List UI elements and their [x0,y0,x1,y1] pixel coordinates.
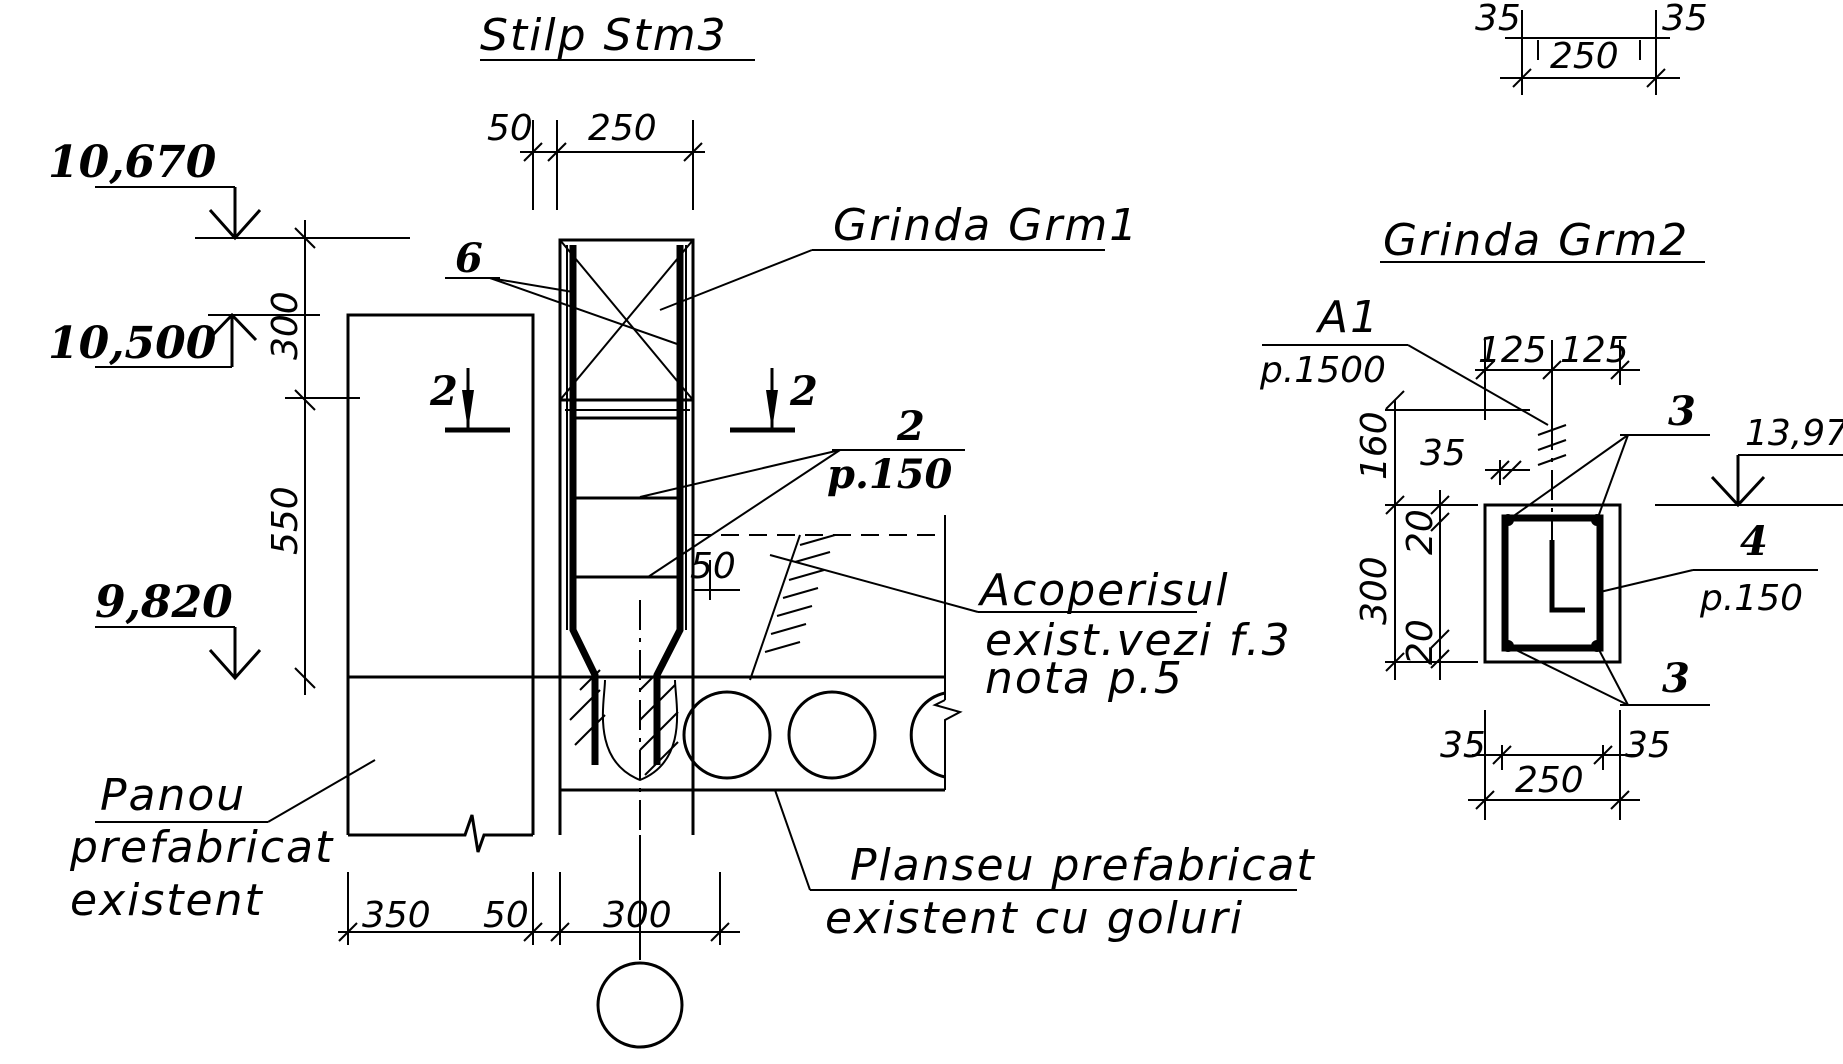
level-mark-beam: 13,97 [1655,413,1843,508]
svg-text:20: 20 [1400,619,1441,665]
section-mark-right: 2 [730,368,818,433]
svg-text:Acoperisul: Acoperisul [977,565,1230,616]
svg-text:35: 35 [1662,0,1708,39]
column-rebar [565,245,690,765]
svg-text:300: 300 [603,895,672,936]
svg-text:550: 550 [265,486,306,555]
anchor-callout: A1 p.1500 [1259,292,1549,426]
existing-roof: 50 [690,515,946,681]
svg-text:nota p.5: nota p.5 [985,653,1184,704]
svg-text:250: 250 [1515,760,1584,801]
beam-top-dimension: 35 250 35 [1475,0,1708,95]
svg-text:prefabricat: prefabricat [69,822,334,873]
svg-text:p.1500: p.1500 [1259,350,1386,391]
section-mark-left: 2 [429,368,510,433]
beam-title: Grinda Grm2 [1383,215,1689,266]
column-top-dimension: 50 250 [487,108,705,210]
bar-mark-6: 6 [445,235,681,346]
svg-text:10,500: 10,500 [48,318,217,369]
svg-text:35: 35 [1440,725,1486,766]
svg-text:3: 3 [1668,388,1696,435]
level-mark-top: 10,670 [48,137,410,241]
svg-text:Grinda Grm1: Grinda Grm1 [833,200,1139,251]
svg-text:2: 2 [789,368,818,415]
svg-text:125: 125 [1560,330,1629,371]
svg-text:50: 50 [487,108,533,149]
level-mark-low: 9,820 [95,577,262,681]
svg-text:160: 160 [1354,411,1395,480]
svg-text:350: 350 [362,895,431,936]
hollow-core-slab [348,600,963,1049]
svg-text:p.150: p.150 [1699,578,1803,619]
svg-text:250: 250 [588,108,657,149]
roof-callout: Acoperisul exist.vezi f.3 nota p.5 [769,554,1292,704]
column-body [558,238,695,835]
beam-detail-grm2: 35 250 35 Grinda Grm2 A1 p.1500 125 125 [1259,0,1843,820]
panel-callout: Panou prefabricat existent [69,759,376,926]
bar-mark-3-bottom: 3 [1507,645,1710,706]
prefab-panel [346,313,535,853]
column-detail-stm3: Stilp Stm3 50 250 10,670 10,500 [48,10,1316,1049]
beam-bottom-dimension: 35 250 35 [1440,710,1671,820]
svg-text:exist.vezi f.3: exist.vezi f.3 [985,615,1292,666]
svg-text:2: 2 [429,368,458,415]
svg-text:6: 6 [455,235,483,282]
svg-text:p.150: p.150 [827,451,953,498]
grinda-callout: Grinda Grm1 [659,200,1139,311]
level-mark-mid: 10,500 [48,312,320,369]
svg-text:300: 300 [265,291,306,360]
svg-text:3: 3 [1662,655,1690,702]
svg-text:Planseu prefabricat: Planseu prefabricat [850,840,1316,891]
svg-text:13,97: 13,97 [1745,413,1843,454]
beam-section [1483,420,1622,664]
svg-text:4: 4 [1740,518,1768,565]
column-bottom-dimension: 350 50 300 [338,872,740,945]
bar-mark-3-top: 3 [1507,388,1710,521]
slab-callout: Planseu prefabricat existent cu goluri [774,789,1316,944]
beam-half-dimension: 125 125 [1475,330,1640,420]
svg-text:300: 300 [1354,556,1395,625]
svg-text:250: 250 [1550,36,1619,77]
svg-text:35: 35 [1420,433,1466,474]
svg-text:existent: existent [70,875,264,926]
svg-text:125: 125 [1478,330,1547,371]
svg-text:9,820: 9,820 [95,577,233,628]
svg-text:A1: A1 [1315,292,1380,343]
svg-text:20: 20 [1400,509,1441,555]
beam-stirrup-mark: 4 p.150 [1599,518,1818,619]
svg-text:2: 2 [896,403,925,450]
svg-text:50: 50 [690,546,736,587]
svg-text:50: 50 [483,895,529,936]
stirrup-mark: 2 p.150 [639,403,965,578]
svg-text:Panou: Panou [100,770,246,821]
svg-text:35: 35 [1475,0,1521,39]
svg-text:35: 35 [1625,725,1671,766]
beam-side-dimension: 160 300 20 20 35 [1354,390,1530,680]
svg-text:existent cu goluri: existent cu goluri [825,893,1244,944]
vertical-dimension-line: 300 550 [265,220,360,695]
column-title: Stilp Stm3 [480,10,728,61]
svg-text:10,670: 10,670 [48,137,217,188]
